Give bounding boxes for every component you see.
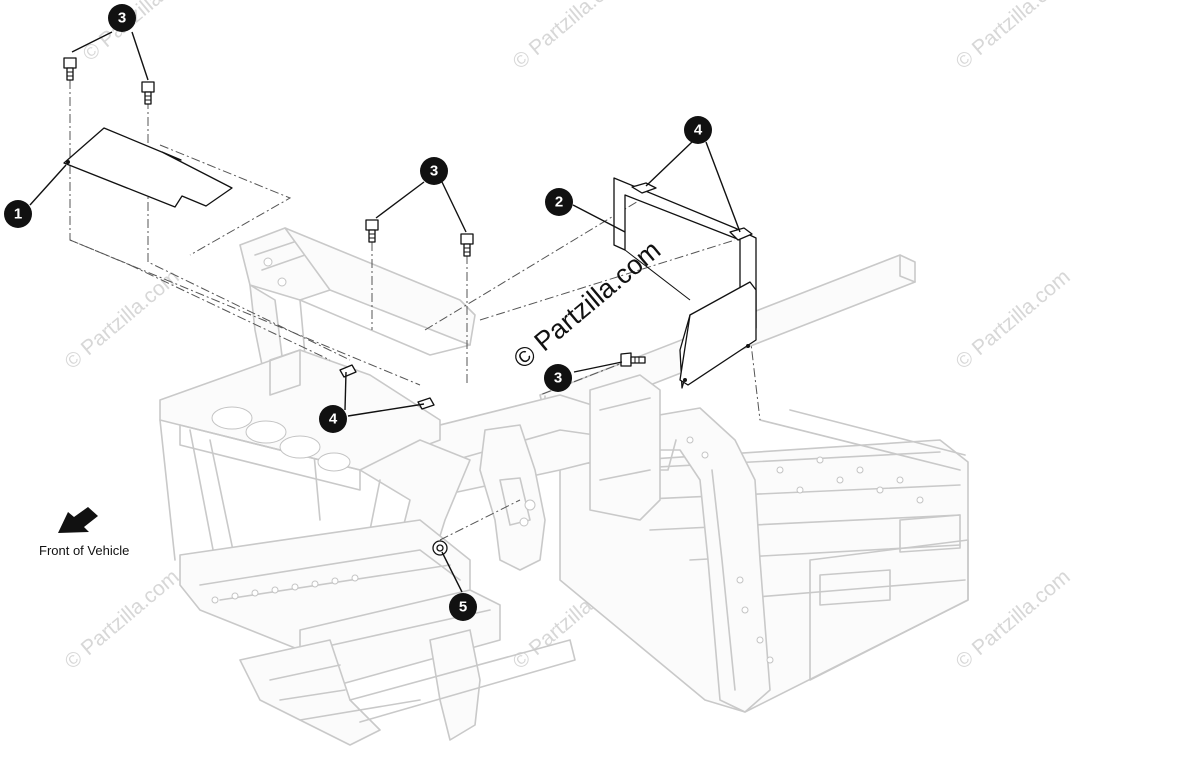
bolt-icon bbox=[620, 352, 646, 367]
callout-3[interactable]: 3 bbox=[108, 4, 136, 32]
watermark: © Partzilla.com bbox=[951, 265, 1074, 374]
svg-text:2: 2 bbox=[555, 194, 563, 211]
front-of-vehicle-arrow-icon bbox=[58, 507, 98, 533]
watermark-main: © Partzilla.com bbox=[508, 235, 667, 375]
bolt-icon bbox=[141, 81, 155, 105]
callout-4[interactable]: 4 bbox=[319, 405, 347, 433]
brackets bbox=[339, 364, 435, 410]
callout-3[interactable]: 3 bbox=[420, 157, 448, 185]
watermark: © Partzilla.com bbox=[951, 0, 1074, 74]
svg-text:4: 4 bbox=[329, 411, 338, 428]
bolt-icon bbox=[460, 233, 474, 257]
svg-text:5: 5 bbox=[459, 599, 467, 616]
watermark: © Partzilla.com bbox=[951, 565, 1074, 674]
fasteners bbox=[63, 57, 646, 556]
svg-text:3: 3 bbox=[554, 370, 562, 387]
nut-icon bbox=[432, 540, 448, 556]
svg-text:3: 3 bbox=[118, 10, 126, 27]
watermark: © Partzilla.com bbox=[60, 565, 183, 674]
callout-3[interactable]: 3 bbox=[544, 364, 572, 392]
bolt-icon bbox=[63, 57, 77, 81]
bolt-icon bbox=[365, 219, 379, 243]
callout-1[interactable]: 1 bbox=[4, 200, 32, 228]
callout-4[interactable]: 4 bbox=[684, 116, 712, 144]
vehicle-frame bbox=[159, 227, 969, 746]
svg-text:1: 1 bbox=[14, 206, 22, 223]
part-1-floor-panel bbox=[63, 127, 233, 208]
part-2-shield-panel bbox=[613, 177, 757, 389]
svg-text:3: 3 bbox=[430, 163, 438, 180]
callout-2[interactable]: 2 bbox=[545, 188, 573, 216]
front-of-vehicle-label: Front of Vehicle bbox=[39, 543, 130, 558]
watermark: © Partzilla.com bbox=[508, 0, 631, 74]
callout-5[interactable]: 5 bbox=[449, 593, 477, 621]
leader-lines bbox=[29, 31, 741, 593]
svg-text:4: 4 bbox=[694, 122, 703, 139]
